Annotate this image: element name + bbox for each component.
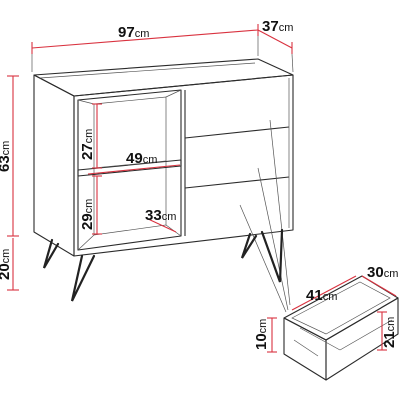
cabinet-top <box>33 58 294 97</box>
shelf-inner-edge-tl <box>77 99 95 105</box>
leg-right-front <box>260 228 284 283</box>
shelf-bottom-height-label: 29cm <box>79 199 96 230</box>
drawer-front <box>283 317 327 381</box>
depth-dimension-line <box>257 29 293 49</box>
leg-right-back <box>240 232 258 259</box>
drawer-side <box>325 297 399 381</box>
drawer-divider-1 <box>184 126 290 139</box>
drawer-depth-line <box>361 275 397 297</box>
cabinet-front <box>73 74 294 257</box>
drawer-fronts <box>184 78 290 236</box>
guide-line-2 <box>239 204 287 313</box>
middle-shelf <box>77 159 182 177</box>
height-label: 63cm <box>0 141 13 172</box>
shelf-top-height-label: 27cm <box>79 129 96 160</box>
cabinet-side <box>33 74 75 257</box>
width-label: 97cm <box>118 24 149 41</box>
top-edge-line <box>39 62 256 79</box>
dimension-lines <box>7 24 294 291</box>
cabinet <box>33 58 294 313</box>
drawer-height-label: 10cm <box>253 319 270 350</box>
dimension-labels: 97cm 37cm 63cm 20cm 27cm 29cm <box>0 18 398 350</box>
drawer-handle-slot <box>293 339 319 357</box>
leg-left-back <box>42 238 60 269</box>
drawer-depth-label: 30cm <box>367 264 398 281</box>
shelf-depth-label: 33cm <box>145 207 176 224</box>
leg-left-front <box>70 254 96 302</box>
leg-height-label: 20cm <box>0 249 13 280</box>
drawer-length-label: 21cm <box>381 317 398 348</box>
shelf-inner-edge-tr <box>165 89 182 98</box>
drawer-inner-line-2 <box>339 319 393 351</box>
shelf-depth-line <box>145 217 177 233</box>
shelf-width-label: 49cm <box>126 150 157 167</box>
drawer-inner-rim <box>291 281 391 335</box>
middle-shelf-back-edge <box>93 160 167 169</box>
drawer-inner-line-1 <box>299 327 341 351</box>
depth-label: 37cm <box>262 18 293 35</box>
guide-line-3 <box>269 119 291 306</box>
drawer-divider-2 <box>184 176 290 189</box>
drawer-width-label: 41cm <box>306 287 337 304</box>
legs <box>42 228 284 302</box>
shelf-width-line <box>87 164 181 175</box>
guide-line-1 <box>257 167 289 311</box>
drawer-detail <box>267 275 399 381</box>
drawer-width-line <box>291 275 357 311</box>
shelf-inner-edge-bl <box>77 234 95 251</box>
width-dimension-line <box>31 29 259 49</box>
